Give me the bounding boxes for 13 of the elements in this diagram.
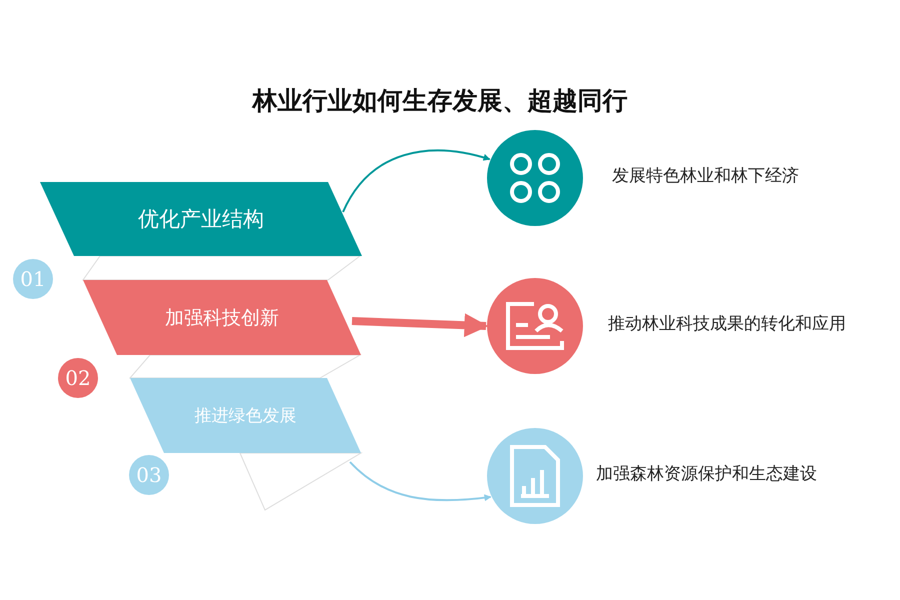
number-badge: 03 xyxy=(129,455,169,495)
description-text: 推动林业科技成果的转化和应用 xyxy=(608,313,846,335)
diagram-title: 林业行业如何生存发展、超越同行 xyxy=(250,85,628,117)
number-badge: 01 xyxy=(13,259,53,299)
number-badge: 02 xyxy=(58,358,98,398)
banner-text: 加强科技创新 xyxy=(165,306,279,330)
arrow xyxy=(349,461,492,502)
banner-text: 推进绿色发展 xyxy=(194,405,296,427)
description-text: 发展特色林业和林下经济 xyxy=(612,165,799,187)
arrow xyxy=(342,150,490,212)
banner-text: 优化产业结构 xyxy=(138,206,264,233)
arrow xyxy=(352,313,488,338)
description-text: 加强森林资源保护和生态建设 xyxy=(596,463,817,485)
